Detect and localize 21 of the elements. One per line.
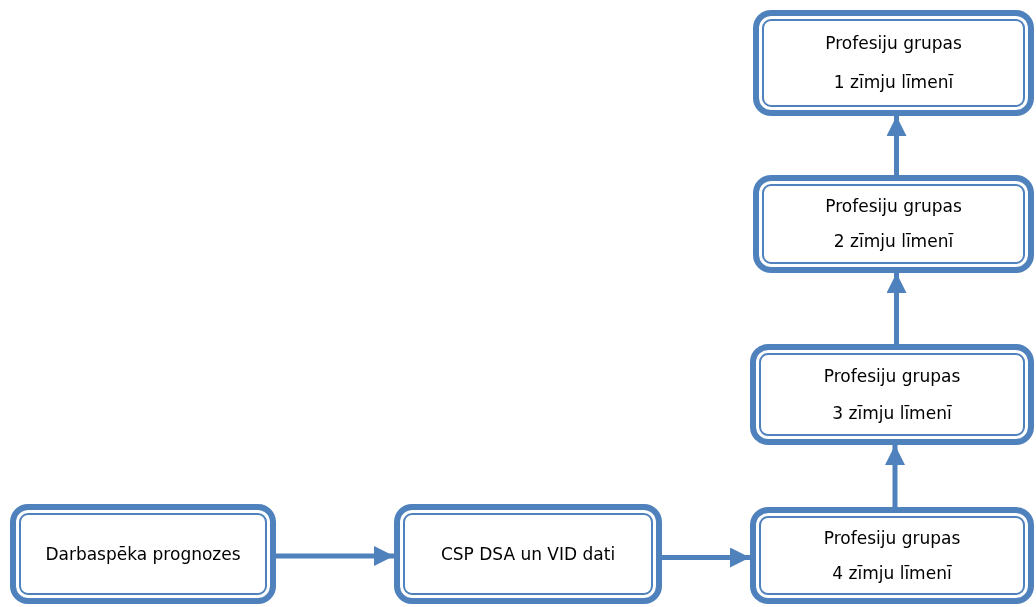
process-box [394,504,662,604]
box-label: Profesiju grupas [823,366,961,387]
box-label: Profesiju grupas [825,196,962,217]
box-label: 3 zīmju līmenī [832,402,952,423]
arrow [662,547,750,568]
box-label: CSP DSA un VID dati [440,543,616,565]
box-label: Profesiju grupas [825,33,962,54]
box-label: 2 zīmju līmenī [833,231,954,252]
arrow [276,546,394,566]
box-label: 4 zīmju līmenī [832,562,952,583]
arrow [885,445,905,507]
process-box [753,175,1034,273]
process-box [750,344,1034,445]
box-label: Darbaspēka prognozes [45,543,241,565]
process-box [750,507,1034,604]
arrow [886,273,907,344]
box-label: 1 zīmju līmenī [833,72,954,93]
process-box [10,504,276,604]
box-label: Profesiju grupas [823,528,961,549]
process-box [753,10,1034,116]
arrow [886,116,907,175]
